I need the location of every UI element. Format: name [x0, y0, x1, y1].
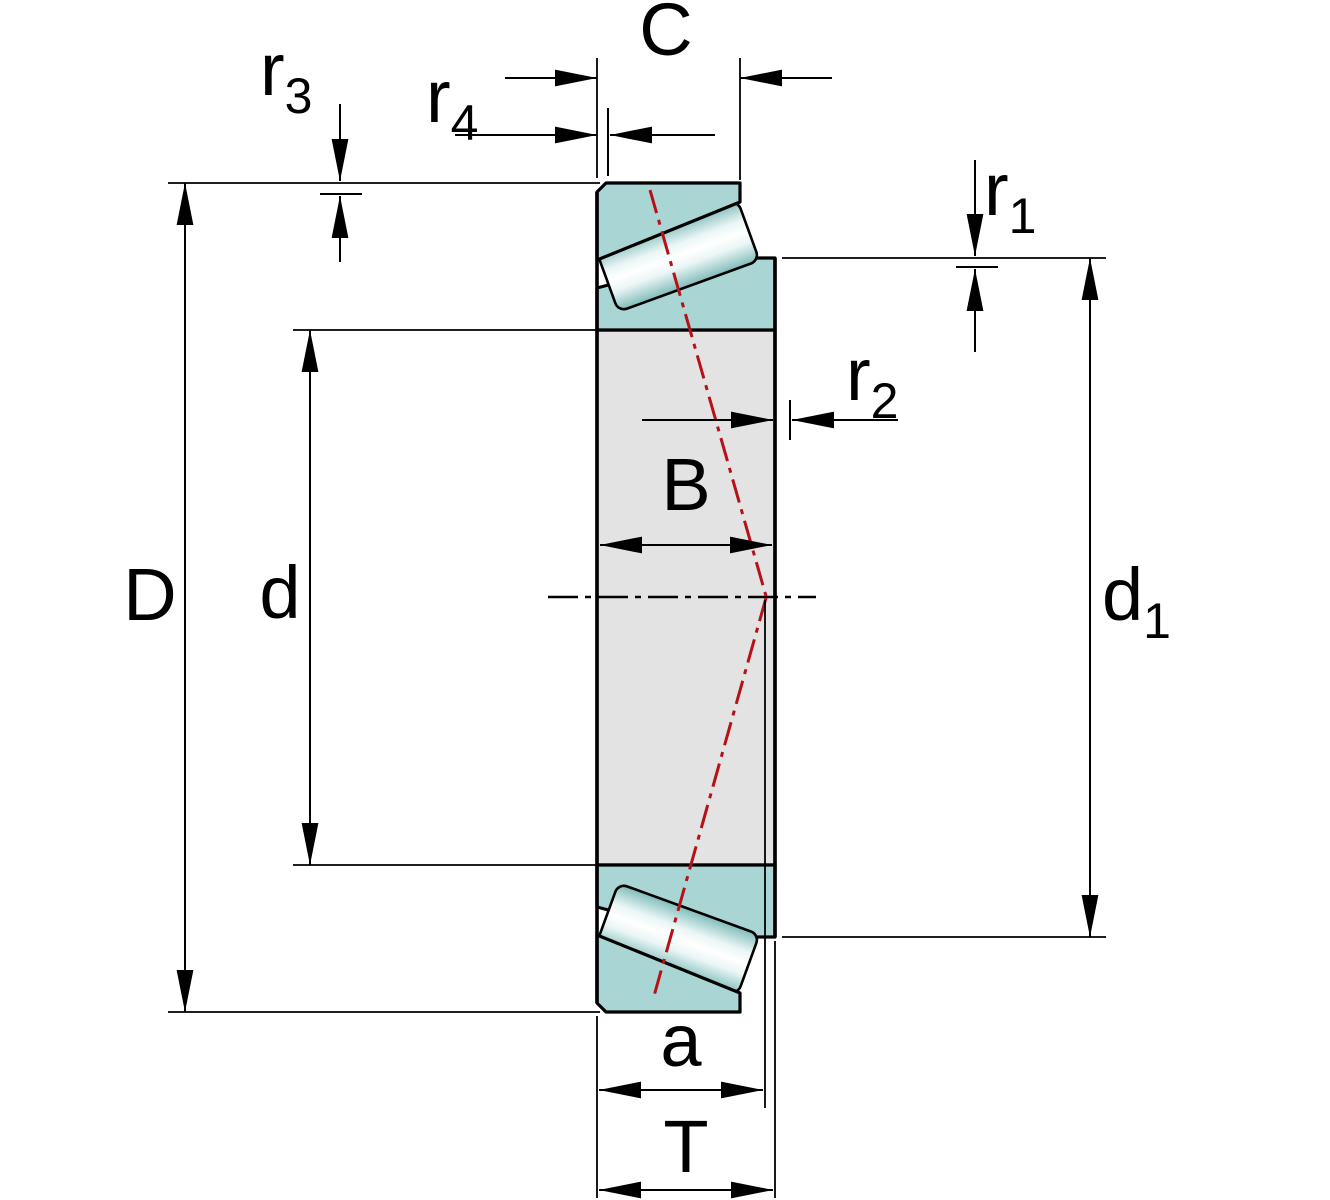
dim-label-r4: r4 [426, 55, 478, 151]
centerlines [548, 189, 816, 997]
dim-label-r1: r1 [984, 148, 1036, 244]
dimension-d1: d1 [782, 257, 1171, 938]
dimension-r4: r4 [426, 55, 715, 176]
outer-ring-cup-top [595, 181, 742, 262]
dim-label-T: T [663, 1105, 708, 1188]
dim-label-D: D [123, 553, 176, 636]
dimension-r3: r3 [260, 28, 362, 262]
pressure-line-top [648, 189, 768, 597]
dimension-B: B [600, 443, 772, 554]
dimension-d: d [259, 329, 597, 866]
dim-label-B: B [661, 443, 710, 526]
dim-label-a: a [660, 999, 702, 1082]
dim-label-r3: r3 [260, 28, 312, 124]
dimension-C: C [505, 0, 832, 180]
dim-label-d: d [259, 551, 300, 634]
dimension-T: T [596, 941, 776, 1199]
dimension-a: a [599, 600, 766, 1108]
dim-label-C: C [639, 0, 692, 71]
dimension-r1: r1 [956, 148, 1036, 352]
dimension-r2: r2 [642, 333, 898, 440]
dimension-D: D [123, 182, 600, 1013]
pressure-line-bottom [652, 597, 768, 997]
dim-label-d1: d1 [1102, 553, 1171, 649]
dim-label-r2: r2 [846, 333, 898, 429]
outer-ring-cup-bottom [595, 933, 742, 1014]
